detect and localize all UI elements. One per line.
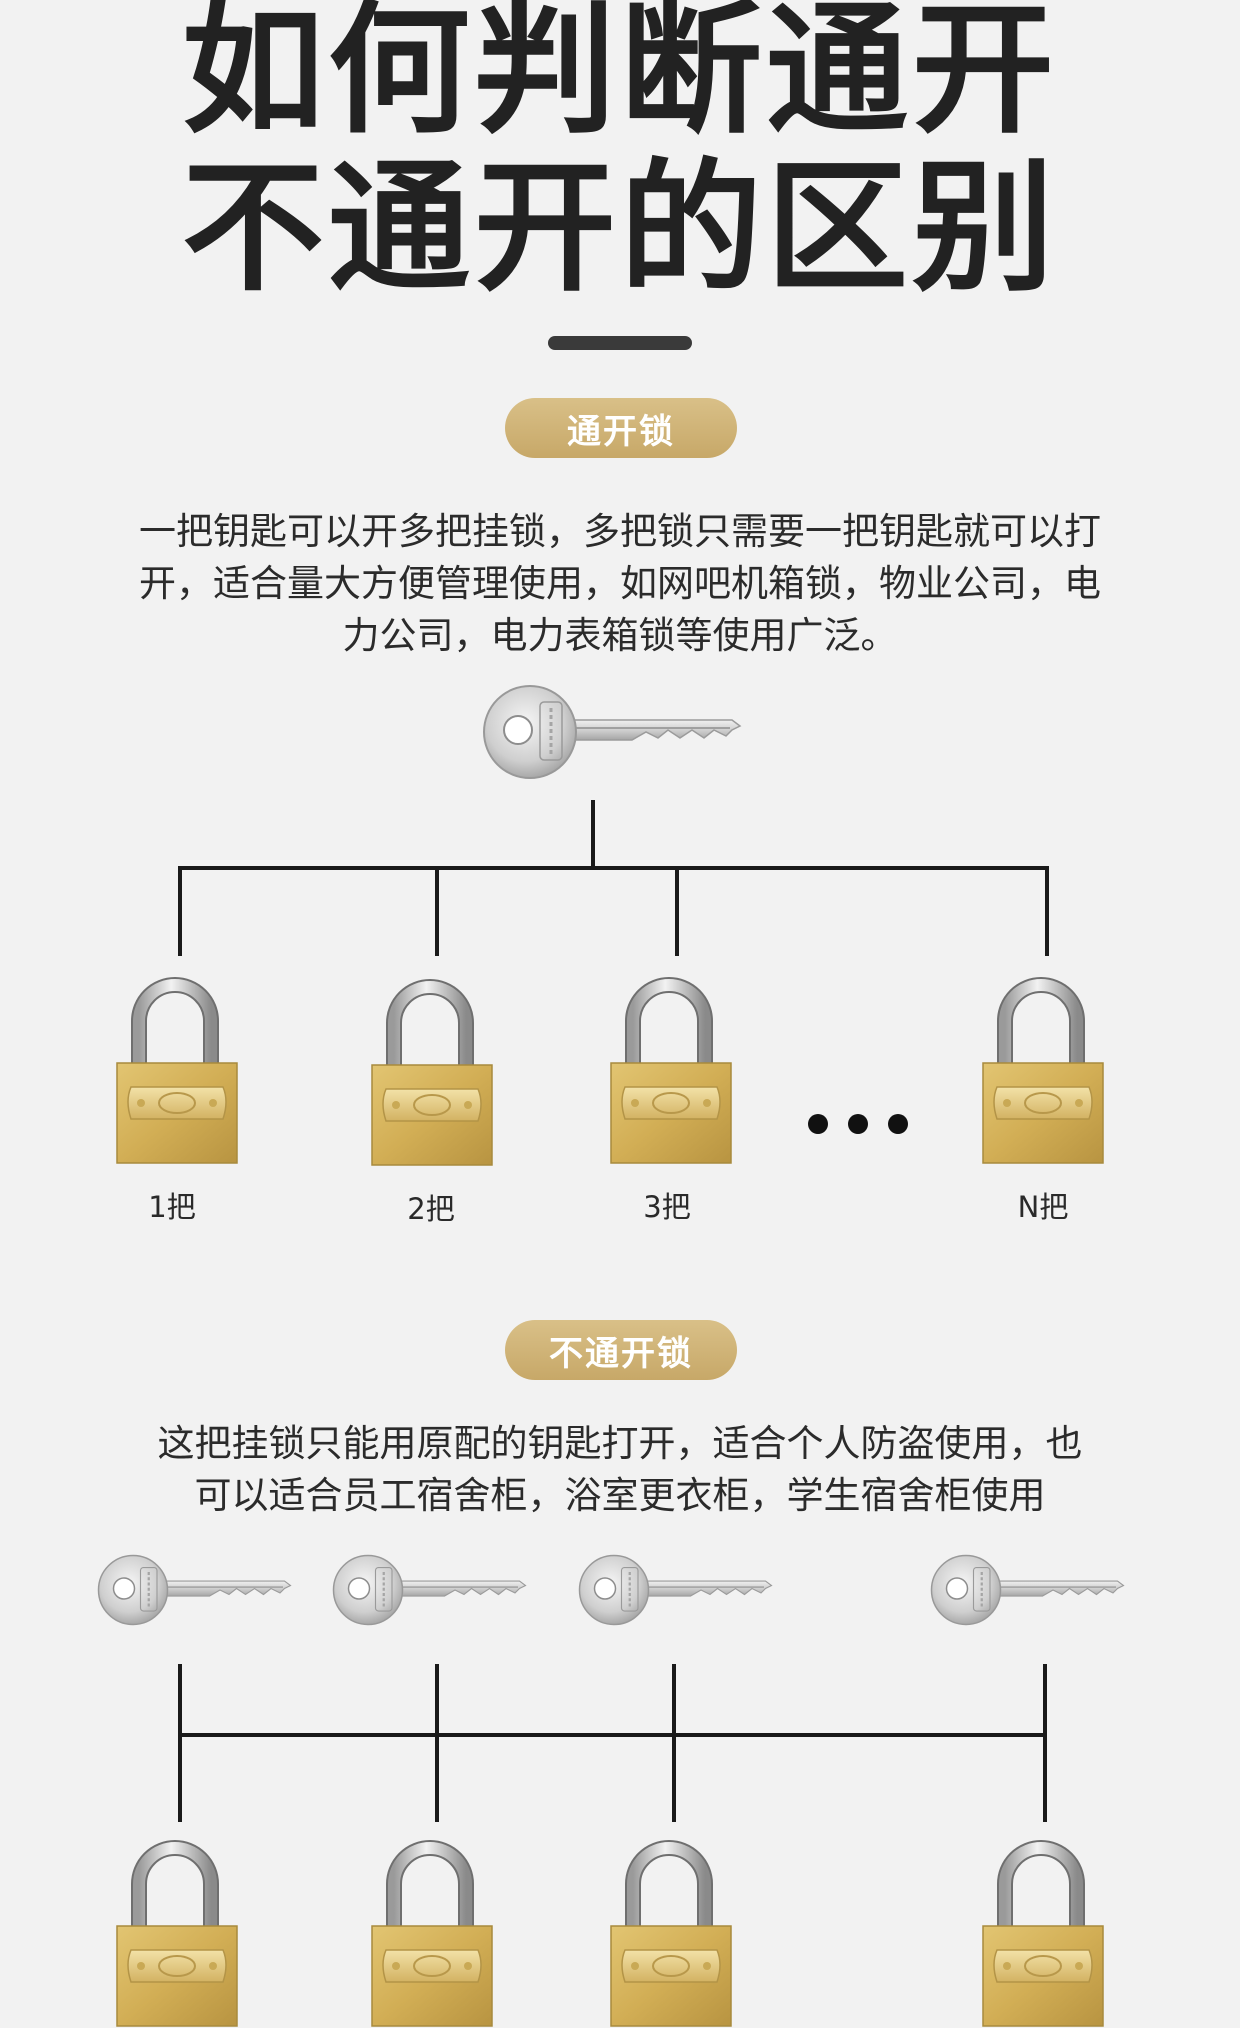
page-title-line1: 如何判断通开 — [182, 0, 1058, 153]
section2-badge: 不通开锁 — [505, 1320, 737, 1380]
section1-description: 一把钥匙可以开多把挂锁，多把锁只需要一把钥匙就可以打 开，适合量大方便管理使用，… — [0, 506, 1240, 662]
section2-description: 这把挂锁只能用原配的钥匙打开，适合个人防盗使用，也 可以适合员工宿舍柜，浴室更衣… — [0, 1418, 1240, 1522]
connector-line — [1045, 866, 1049, 956]
padlock-icon — [117, 975, 237, 1165]
connector-line — [591, 800, 595, 868]
padlock-icon — [117, 1838, 237, 2028]
section2-description-line: 可以适合员工宿舍柜，浴室更衣柜，学生宿舍柜使用 — [194, 1474, 1046, 1517]
connector-line — [178, 866, 1049, 870]
lock-label: 1把 — [148, 1190, 196, 1224]
key-icon — [578, 1554, 773, 1626]
connector-line — [178, 1664, 182, 1822]
connector-line — [672, 1664, 676, 1822]
section1-description-line: 力公司，电力表箱锁等使用广泛。 — [342, 614, 898, 657]
master-key-icon — [482, 684, 742, 780]
padlock-icon — [983, 975, 1103, 1165]
lock-label: N把 — [1017, 1190, 1069, 1224]
section1-badge: 通开锁 — [505, 398, 737, 458]
connector-line — [675, 866, 679, 956]
key-icon — [930, 1554, 1125, 1626]
page-title-line2: 不通开的区别 — [182, 146, 1058, 311]
padlock-icon — [611, 975, 731, 1165]
padlock-icon — [372, 1838, 492, 2028]
padlock-icon — [983, 1838, 1103, 2028]
padlock-icon — [611, 1838, 731, 2028]
key-icon — [332, 1554, 527, 1626]
padlock-icon — [372, 977, 492, 1167]
section1-description-line: 一把钥匙可以开多把挂锁，多把锁只需要一把钥匙就可以打 — [139, 510, 1101, 553]
key-icon — [97, 1554, 292, 1626]
section1-description-line: 开，适合量大方便管理使用，如网吧机箱锁，物业公司，电 — [139, 562, 1101, 605]
lock-label: 3把 — [643, 1190, 691, 1224]
connector-line — [178, 866, 182, 956]
connector-line — [178, 1733, 1047, 1737]
connector-line — [435, 866, 439, 956]
connector-line — [435, 1664, 439, 1822]
title-divider — [548, 336, 692, 350]
lock-label: 2把 — [407, 1192, 455, 1226]
section2-description-line: 这把挂锁只能用原配的钥匙打开，适合个人防盗使用，也 — [157, 1422, 1083, 1465]
connector-line — [1043, 1664, 1047, 1822]
ellipsis-icon — [808, 1106, 908, 1142]
